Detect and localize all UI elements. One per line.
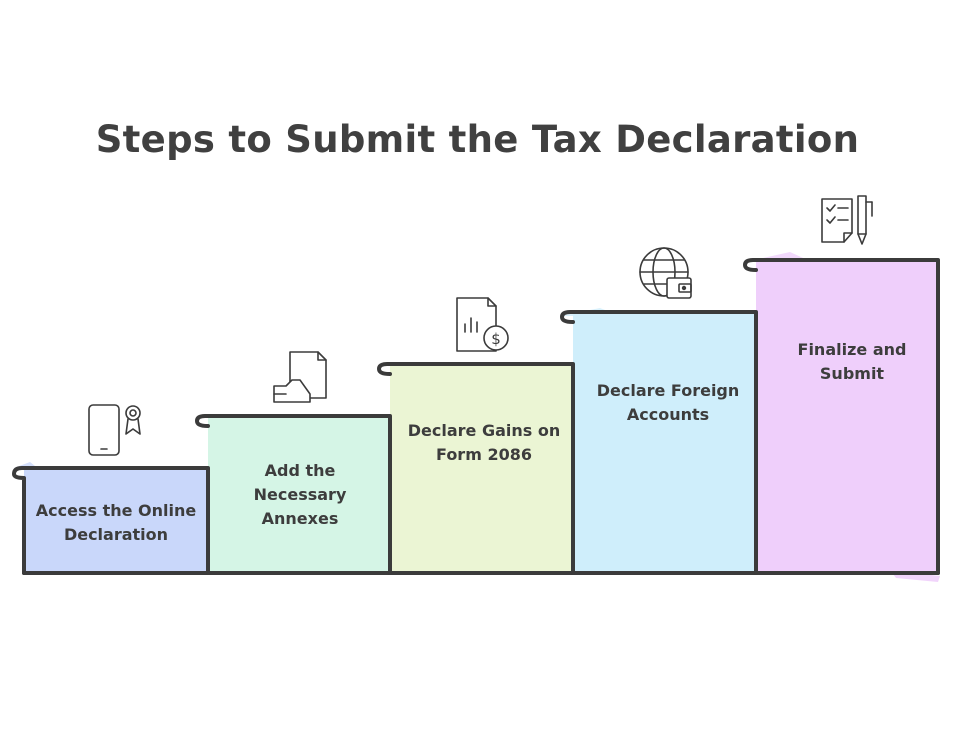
- step-4-label: Declare Foreign Accounts: [596, 381, 740, 424]
- svg-text:$: $: [491, 330, 501, 348]
- step-5-label: Finalize and Submit: [797, 340, 907, 383]
- step-3-fill: [390, 366, 573, 573]
- tablet-with-award-icon: [88, 404, 141, 456]
- step-1-label: Access the Online Declaration: [35, 501, 197, 544]
- step-4-fill: [573, 314, 756, 573]
- step-5-fill: [756, 262, 938, 573]
- step-1-fill: [24, 470, 208, 573]
- document-with-hand-icon: [273, 351, 327, 403]
- step-2-label: Add the Necessary Annexes: [253, 461, 347, 528]
- checklist-pen-icon: [821, 195, 873, 245]
- globe-wallet-icon: [639, 247, 692, 299]
- step-3-label: Declare Gains on Form 2086: [407, 421, 561, 464]
- stair-outline: [12, 258, 940, 575]
- document-chart-dollar-icon: $: [456, 297, 509, 352]
- step-2-fill: [208, 418, 390, 573]
- diagram-title: Steps to Submit the Tax Declaration: [95, 118, 860, 161]
